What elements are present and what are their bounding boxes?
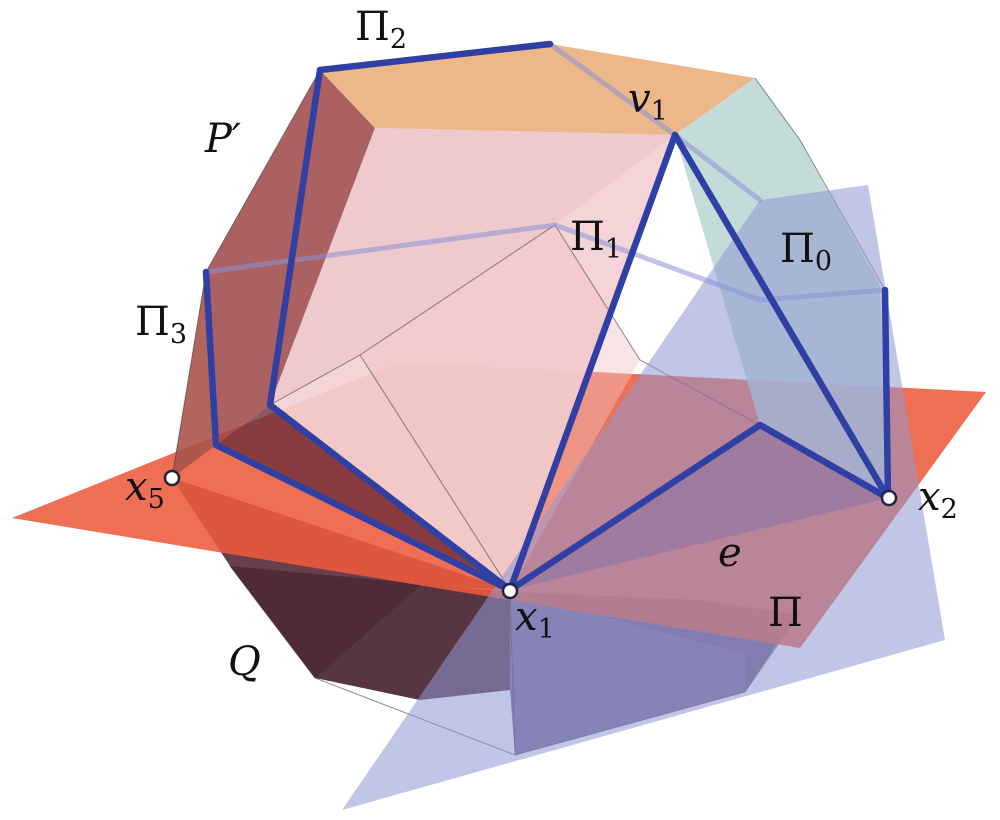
inner-facet-2	[360, 225, 640, 590]
lower-face-dark-left	[216, 405, 510, 590]
point-x2	[880, 489, 898, 507]
edge-left-chain	[266, 66, 514, 594]
label-e: e	[718, 530, 742, 576]
label-q: Q	[228, 639, 261, 685]
q-edge-inner	[314, 584, 421, 679]
point-x5	[163, 469, 181, 487]
label-pi3: Π3	[135, 299, 187, 350]
label-pi1: Π1	[570, 214, 622, 265]
point-x1	[501, 582, 519, 600]
label-p-prime: P′	[204, 116, 241, 162]
edge-pi2-top	[316, 40, 554, 74]
edge-pi3-chain	[202, 268, 514, 594]
label-pi2: Π2	[355, 4, 407, 55]
inner-edges-2	[269, 354, 511, 591]
edge-v1-x2	[671, 131, 892, 502]
blue-edge-paths	[202, 40, 892, 594]
edge-x1-x2	[506, 421, 892, 594]
label-v1: v1	[628, 76, 668, 127]
edge-right-vertical	[881, 286, 892, 502]
label-pi0: Π0	[780, 226, 832, 277]
back-face-leftmost	[172, 272, 216, 478]
top-face-pi2	[320, 44, 755, 135]
label-x5: x5	[125, 464, 165, 515]
inner-facet-1	[270, 128, 675, 405]
hidden-back-edge	[203, 222, 888, 303]
label-x2: x2	[918, 474, 958, 525]
label-pi: Π	[768, 590, 803, 636]
q-face-left-lower	[230, 566, 510, 700]
label-x1: x1	[515, 594, 555, 645]
edge-v1-x1	[506, 131, 679, 594]
